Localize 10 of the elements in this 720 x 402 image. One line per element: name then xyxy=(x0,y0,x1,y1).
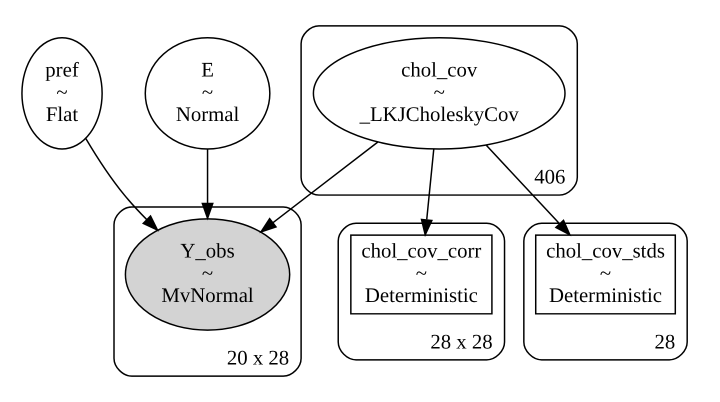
node-ellipse: chol_cov ~ _LKJCholeskyCov xyxy=(312,37,566,150)
arrow xyxy=(200,149,214,221)
node-ellipse: pref ~ Flat xyxy=(20,37,102,150)
node-ellipse: E ~ Normal xyxy=(144,37,270,150)
arrow xyxy=(258,142,378,234)
arrow xyxy=(485,144,571,236)
node-box: chol_cov_corr ~ Deterministic xyxy=(350,234,492,315)
arrow xyxy=(84,138,159,232)
arrow xyxy=(420,149,434,237)
node-box: chol_cov_stds ~ Deterministic xyxy=(534,234,676,315)
